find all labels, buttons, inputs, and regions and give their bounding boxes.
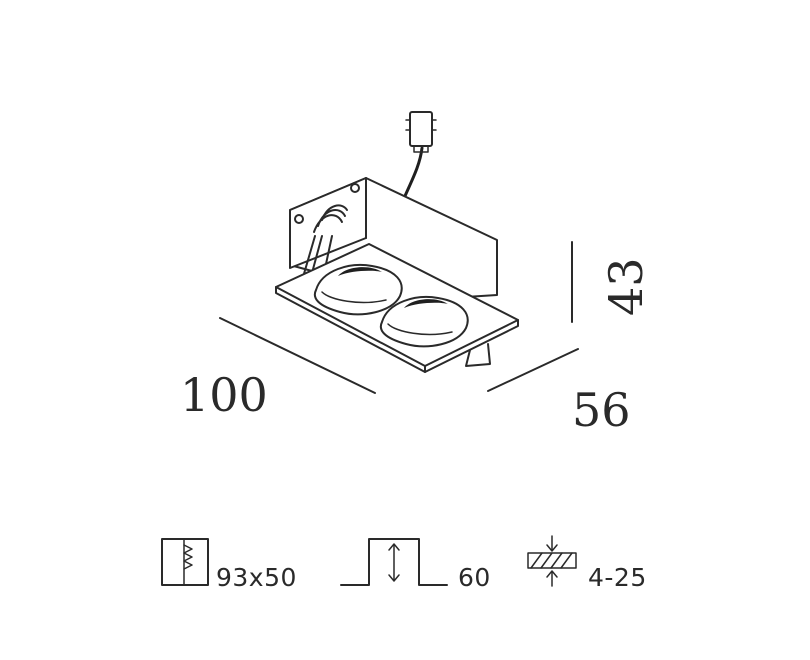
spec-ceiling-thickness-value: 4-25 (588, 563, 647, 592)
dimension-height: 43 (599, 257, 653, 316)
lens-opening-2 (379, 296, 469, 348)
spec-cutout: 93x50 (161, 538, 297, 592)
lens-opening-1 (313, 264, 403, 316)
recess-depth-icon (340, 538, 448, 586)
spec-recess-depth-value: 60 (458, 563, 491, 592)
cutout-icon (161, 538, 209, 586)
dimension-width: 56 (572, 383, 631, 437)
spec-cutout-value: 93x50 (216, 563, 297, 592)
spec-recess-depth: 60 (340, 538, 491, 592)
spec-ceiling-thickness: 4-25 (527, 535, 647, 592)
connector-icon (403, 111, 437, 198)
ceiling-thickness-icon (527, 535, 577, 587)
luminaire-illustration (275, 111, 519, 373)
dimension-length: 100 (180, 368, 268, 422)
dimension-lines (219, 241, 579, 394)
